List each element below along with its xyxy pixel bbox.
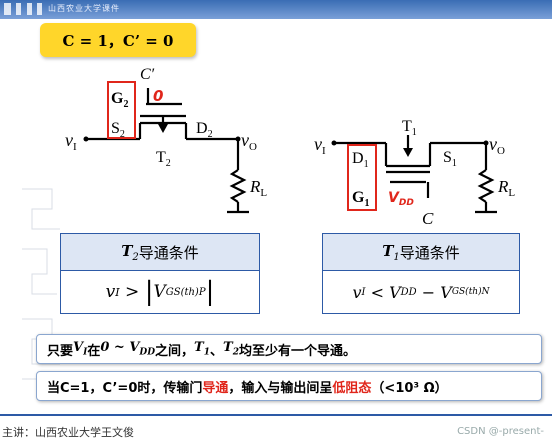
- top-bar-square: [16, 3, 21, 15]
- footer-watermark: CSDN @-present-: [457, 426, 544, 437]
- svg-text:vO: vO: [489, 134, 505, 157]
- footer-lecturer: 主讲：山西农业大学王文俊: [2, 426, 134, 439]
- note-low-impedance: 当C=1，C’=0时，传输门 导通 ，输入与输出间呈 低阻态 （<10³ Ω）: [36, 371, 542, 401]
- svg-text:T1: T1: [402, 118, 417, 138]
- svg-text:C: C: [422, 209, 434, 228]
- arrow-icon: [403, 148, 413, 157]
- svg-text:T2: T2: [156, 149, 171, 169]
- svg-text:S1: S1: [443, 149, 457, 169]
- note-conduction: 只要 VI 在 0 ~ VDD 之间， T1 、 T2 均至少有一个导通。: [36, 334, 542, 364]
- svg-text:RL: RL: [249, 177, 267, 199]
- svg-text:G2: G2: [111, 90, 128, 110]
- condition-title: C = 1，C’ = 0: [40, 23, 196, 57]
- svg-text:VDD: VDD: [388, 190, 414, 208]
- gate-source-highlight: [107, 81, 136, 139]
- right-circuit: [334, 135, 497, 214]
- top-bar: 山西农业大学课件: [0, 0, 552, 19]
- svg-text:vO: vO: [241, 130, 257, 153]
- svg-text:vI: vI: [314, 134, 326, 157]
- svg-text:S2: S2: [111, 120, 125, 140]
- footer: 主讲：山西农业大学王文俊 CSDN @-present-: [0, 414, 552, 444]
- left-circuit: [86, 88, 249, 214]
- top-bar-title: 山西农业大学课件: [48, 4, 120, 13]
- table-header: T2 导通条件: [61, 234, 259, 271]
- drain-gate-highlight: [347, 144, 377, 211]
- table-header: T1 导通条件: [323, 234, 519, 271]
- svg-text:RL: RL: [497, 177, 515, 199]
- zero-label: 0: [153, 87, 163, 105]
- cprime-label: C′: [140, 66, 155, 83]
- svg-text:D2: D2: [196, 120, 213, 140]
- svg-text:G1: G1: [352, 189, 369, 209]
- arrow-icon: [158, 124, 168, 133]
- svg-text:vI: vI: [65, 130, 77, 153]
- top-bar-square: [37, 3, 42, 15]
- top-bar-square: [4, 3, 11, 15]
- top-bar-square: [27, 3, 32, 15]
- svg-text:D1: D1: [352, 150, 369, 170]
